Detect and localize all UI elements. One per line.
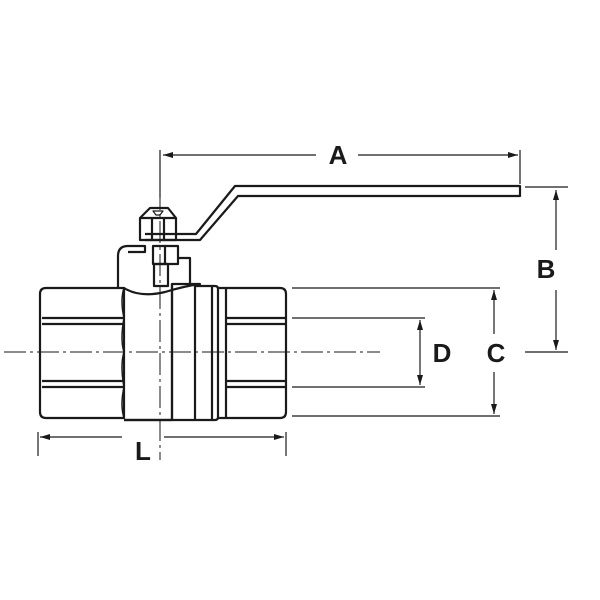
stem-nut-handle <box>116 184 522 288</box>
left-hex-end <box>38 286 126 420</box>
dimension-l <box>37 432 287 456</box>
label-b: B <box>537 254 556 284</box>
label-d: D <box>433 338 452 368</box>
right-hex-end <box>218 286 288 420</box>
label-a: A <box>329 140 348 170</box>
label-l: L <box>135 436 151 466</box>
centerlines <box>4 155 380 460</box>
dimension-d <box>292 317 425 388</box>
dimension-a <box>159 150 521 198</box>
dimension-c <box>292 287 500 417</box>
label-c: C <box>487 338 506 368</box>
dimension-b <box>525 186 568 353</box>
